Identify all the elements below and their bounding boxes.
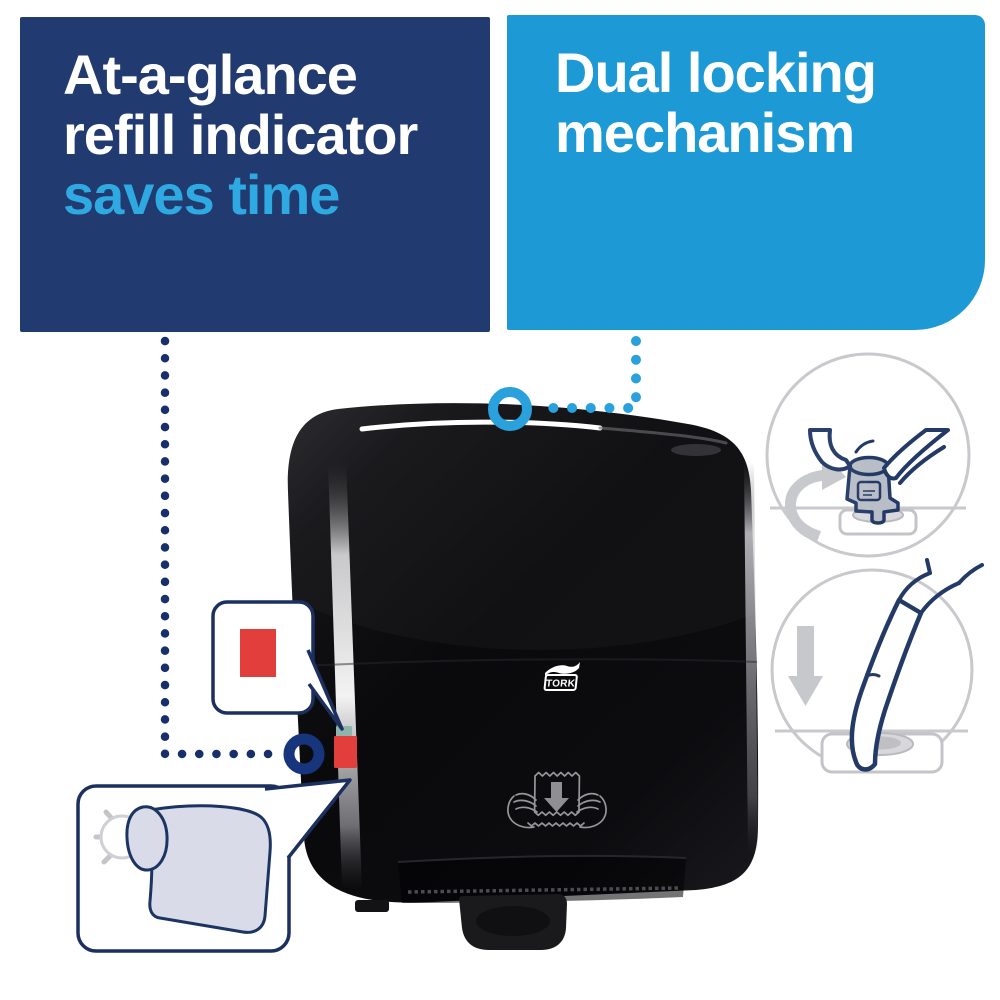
roll-cylinder — [125, 805, 169, 872]
dispense-arrow — [544, 782, 569, 812]
refill-headline-line3: saves time — [63, 163, 340, 226]
refill-headline-line2: refill indicator — [63, 103, 418, 166]
cover-seam-line — [301, 658, 758, 667]
refill-headline: At-a-glance refill indicator saves time — [63, 45, 490, 225]
refill-indicator-window — [334, 726, 357, 768]
dispenser-foot — [355, 900, 389, 912]
low-paper-roll-illustration — [93, 804, 272, 934]
indicator-callout-red-square — [240, 629, 276, 677]
low-roll-callout-bubble — [76, 778, 352, 953]
refill-feature-panel: At-a-glance refill indicator saves time — [20, 17, 490, 332]
bottom-tab-recess — [476, 906, 550, 936]
twist-lock-illustration — [765, 352, 971, 558]
locking-headline-line2: mechanism — [555, 101, 855, 164]
blue-target-ring — [488, 387, 532, 431]
corner-sheen — [671, 444, 721, 456]
roll-callout-tail-fill — [265, 780, 350, 858]
finger-pressing-icon — [849, 558, 984, 772]
left-edge-highlight — [328, 460, 362, 890]
indicator-callout-bubble — [211, 600, 344, 731]
tork-logo: TORK — [543, 662, 580, 691]
right-hand-outline — [576, 792, 607, 829]
paper-towel-dispenser: TORK — [287, 403, 759, 950]
indicator-red-window — [334, 736, 357, 768]
lock-key-icon — [845, 455, 900, 525]
press-down-arrow-icon — [788, 626, 823, 706]
dispensing-slot — [398, 855, 686, 903]
slot-lip — [397, 854, 687, 863]
locking-headline: Dual locking mechanism — [555, 43, 985, 163]
navy-target-ring — [283, 733, 325, 775]
roll-callout-tail-outline — [264, 778, 352, 860]
twist-lock-circle — [765, 352, 971, 558]
blue-dotted-connector — [541, 336, 641, 413]
press-lock-illustration — [770, 558, 984, 774]
tork-logo-text: TORK — [545, 679, 576, 690]
connector-lines — [160, 336, 641, 775]
dispense-towel-icon — [507, 771, 607, 829]
left-hand-outline — [507, 792, 538, 829]
right-edge-highlight — [744, 462, 758, 856]
top-gloss-highlight-faint — [598, 426, 728, 445]
hand-twisting-icon — [808, 428, 950, 485]
locking-feature-panel: Dual locking mechanism — [507, 15, 985, 330]
dispenser-body — [287, 403, 759, 903]
top-gloss-highlight — [359, 419, 603, 432]
callout-tail-outline — [306, 649, 344, 731]
locking-headline-line1: Dual locking — [555, 41, 877, 104]
rotate-arrow-icon — [785, 451, 846, 542]
navy-dotted-connector — [160, 336, 282, 759]
refill-headline-line1: At-a-glance — [63, 43, 358, 106]
hanging-paper-sheet — [148, 804, 272, 934]
